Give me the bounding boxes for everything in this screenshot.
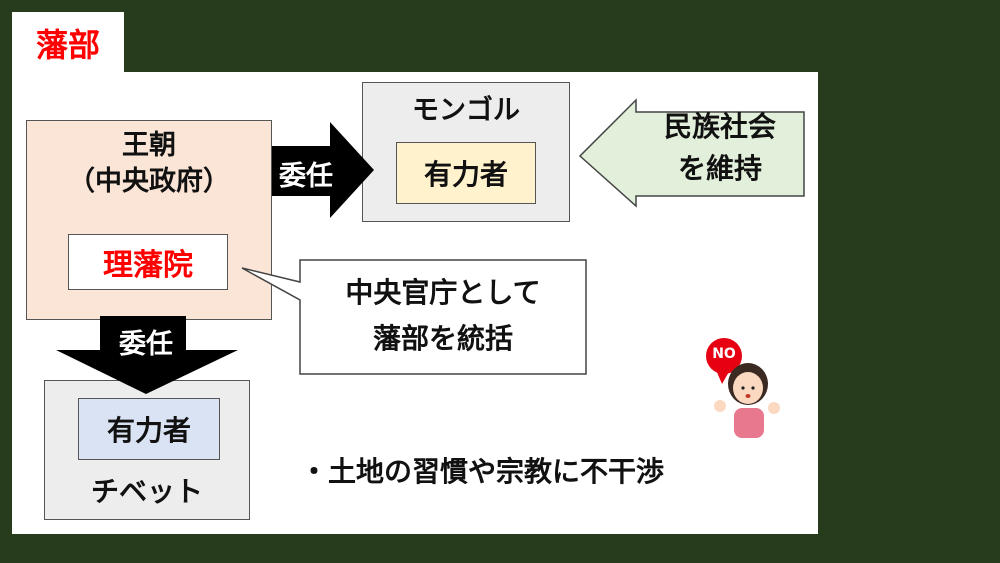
rihan-office-box: 理藩院 — [68, 234, 228, 290]
callout-line2: 藩部を統括 — [372, 322, 513, 355]
bullet-point: ・土地の習慣や宗教に不干渉 — [300, 455, 665, 488]
callout-line1: 中央官庁として — [345, 276, 541, 309]
maintain-line1: 民族社会 — [663, 110, 776, 143]
no-badge-label: NO — [712, 346, 736, 362]
maintain-line2: を維持 — [677, 152, 762, 185]
maintain-text: 民族社会 を維持 — [636, 106, 804, 190]
maintain-arrow — [578, 98, 805, 208]
no-badge-icon — [706, 338, 742, 374]
dynasty-title-line2: （中央政府） — [68, 166, 230, 197]
dynasty-title-line1: 王朝 — [122, 130, 176, 161]
delegate-label-right: 委任 — [279, 161, 333, 192]
person-illustration-icon — [714, 363, 780, 438]
tibet-elite-box: 有力者 — [78, 398, 220, 460]
mongol-elite-box: 有力者 — [396, 142, 536, 204]
page-title: 藩部 — [12, 12, 124, 74]
callout-text: 中央官庁として 藩部を統括 — [300, 270, 586, 362]
delegate-arrow-down — [56, 316, 238, 394]
dynasty-title: 王朝 （中央政府） — [26, 128, 272, 200]
delegate-label-down: 委任 — [119, 329, 173, 360]
callout-bubble — [241, 259, 587, 375]
tibet-label: チベット — [90, 475, 203, 508]
mongol-label: モンゴル — [412, 95, 520, 126]
delegate-arrow-right — [272, 122, 374, 218]
